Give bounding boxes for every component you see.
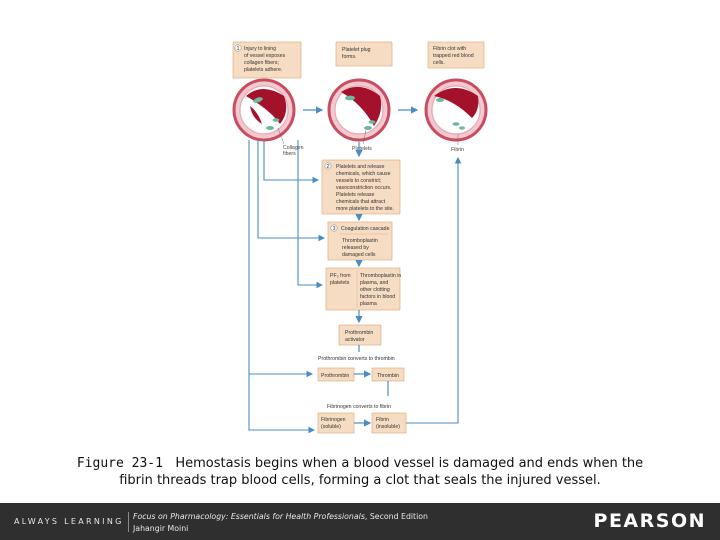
fibrin-line2: (insoluble) (376, 424, 400, 430)
panel1-line1: Injury to lining (244, 46, 276, 52)
activator-line2: activator (345, 337, 365, 343)
footer-bar: ALWAYS LEARNING Focus on Pharmacology: E… (0, 503, 720, 540)
label-collagen-2: fibers (283, 151, 296, 157)
pf3-line1: PF₃ from (330, 273, 351, 279)
clotting-factors-box: PF₃ from platelets Thromboplastin in pla… (325, 267, 401, 311)
book-title: Focus on Pharmacology: Essentials for He… (133, 512, 365, 521)
vessel-fibrin-clot (424, 78, 488, 142)
panel1-line4: platelets adhere. (244, 67, 282, 73)
fibrinogen-line2: (soluble) (321, 424, 341, 430)
caption-line2: fibrin threads trap blood cells, forming… (119, 473, 601, 488)
vessel-injury (232, 78, 296, 142)
fibrinogen-converts-text: Fibrinogen converts to fibrin (327, 404, 391, 410)
always-learning-logo: ALWAYS LEARNING (14, 517, 124, 526)
label-collagen-1: Collagen (283, 145, 304, 151)
caption-line1: Figure 23-1 Hemostasis begins when a blo… (0, 455, 720, 472)
plasma-line2: plasma, and (360, 280, 388, 286)
step3-box: 3 Coagulation cascade Thromboplastin rel… (327, 221, 393, 261)
step3-number: 3 (332, 226, 335, 232)
footer-divider (128, 512, 129, 532)
fibrinogen-line1: Fibrinogen (321, 417, 346, 423)
panel1-line3: collagen fibers; (244, 60, 279, 66)
panel1-line2: of vessel exposes (244, 53, 286, 59)
panel3-line3: cells. (433, 60, 445, 66)
step2-number: 2 (326, 164, 329, 170)
thromboplastin-damaged-3: damaged cells (342, 252, 376, 258)
plasma-line3: other clotting (360, 287, 390, 293)
panel3-box: Fibrin clot with trapped red blood cells… (427, 41, 485, 69)
panel2-line2: forms. (342, 54, 356, 60)
activator-line1: Prothrombin (345, 330, 373, 336)
thrombin-box: Thrombin (371, 367, 405, 382)
book-edition: , Second Edition (364, 512, 428, 521)
prothrombin-activator-box: Prothrombin activator (338, 324, 382, 346)
step1-number: 1 (236, 46, 239, 52)
panel1-box: 1 Injury to lining of vessel exposes col… (232, 41, 302, 79)
thromboplastin-damaged-1: Thromboplastin (342, 238, 378, 244)
fibrin-box: Fibrin (insoluble) (371, 412, 407, 434)
caption-text-1: Hemostasis begins when a blood vessel is… (175, 456, 644, 471)
plasma-line5: plasma (360, 301, 377, 307)
step3-label: Coagulation cascade (341, 226, 390, 232)
panel2-line1: Platelet plug (342, 47, 371, 53)
panel3-line1: Fibrin clot with (433, 46, 466, 52)
prothrombin-converts-text: Prothrombin converts to thrombin (318, 356, 395, 362)
pf3-line2: platelets (330, 280, 350, 286)
step2-line1: Platelets and release (336, 164, 385, 170)
thromboplastin-damaged-2: released by (342, 245, 369, 251)
prothrombin-label: Prothrombin (321, 373, 349, 379)
figure-label: Figure 23-1 (76, 456, 163, 471)
panel3-line2: trapped red blood (433, 53, 474, 59)
step2-line2: chemicals, which cause (336, 171, 391, 177)
step2-box: 2 Platelets and release chemicals, which… (321, 159, 401, 215)
path-to-fibrinogen (248, 140, 316, 434)
book-author: Jahangir Moini (133, 524, 189, 533)
step2-line7: more platelets to the site. (336, 206, 394, 212)
plasma-line1: Thromboplastin in (360, 273, 401, 279)
path-fibrin-to-clot (406, 156, 462, 424)
thrombin-label: Thrombin (377, 373, 399, 379)
vessel-platelet-plug (327, 78, 391, 142)
figure-caption: Figure 23-1 Hemostasis begins when a blo… (0, 455, 720, 489)
label-platelets: Platelets (352, 146, 372, 152)
fibrin-line1: Fibrin (376, 417, 389, 423)
panel2-box: Platelet plug forms. (335, 41, 393, 67)
pearson-logo: PEARSON (593, 510, 706, 532)
book-info: Focus on Pharmacology: Essentials for He… (133, 511, 428, 535)
plasma-line4: factors in blood (360, 294, 395, 300)
step2-line6: chemicals that attract (336, 199, 386, 205)
step2-line3: vessels to constrict; (336, 178, 381, 184)
step2-line4: vasoconstriction occurs. (336, 185, 391, 191)
hemostasis-diagram: 1 Injury to lining of vessel exposes col… (232, 41, 488, 434)
prothrombin-box: Prothrombin (317, 367, 355, 382)
fibrinogen-box: Fibrinogen (soluble) (317, 412, 355, 434)
label-fibrin: Fibrin (451, 147, 464, 153)
step2-line5: Platelets release (336, 192, 374, 198)
